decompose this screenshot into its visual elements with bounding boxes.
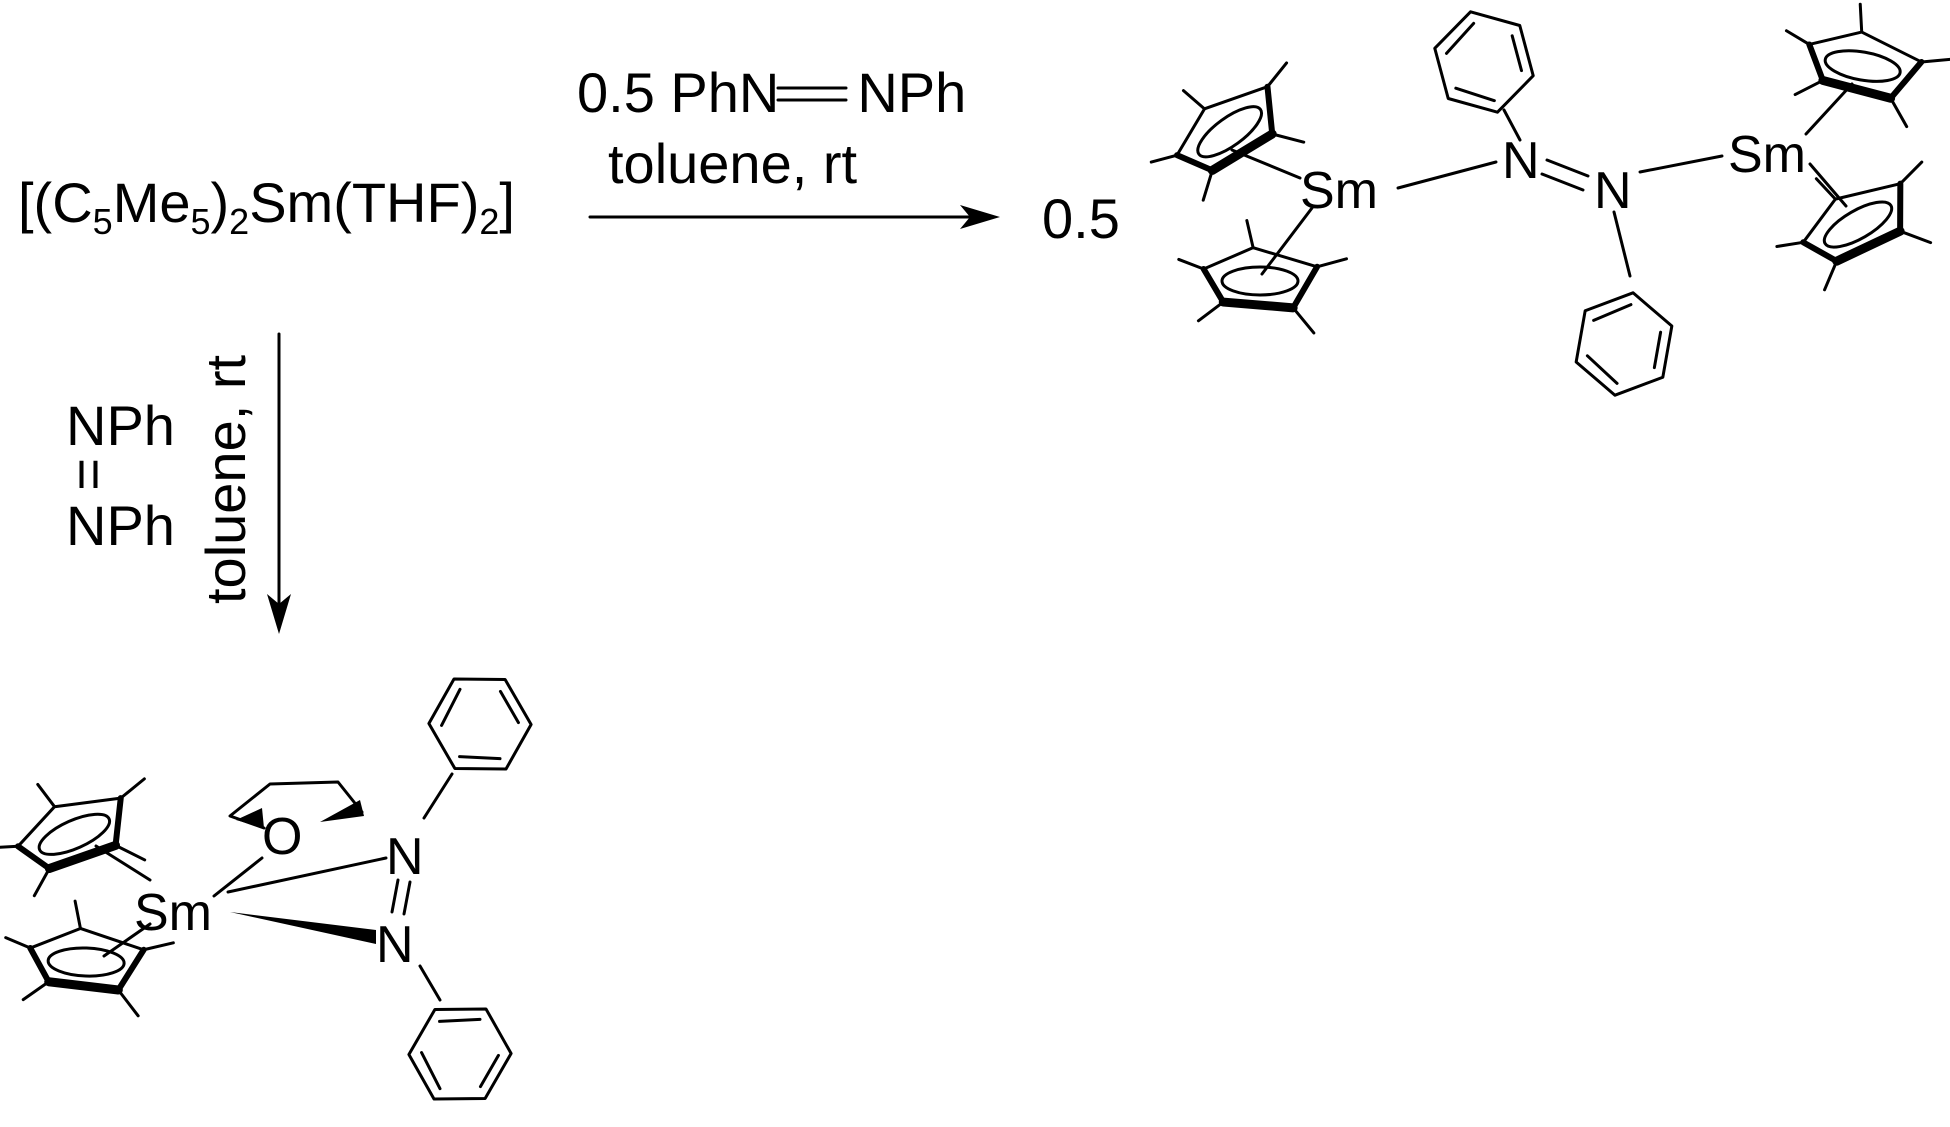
arrow-down-icon — [267, 332, 291, 634]
n1-label: N — [1502, 132, 1540, 190]
down-reagent-bottom: NPh — [66, 494, 175, 557]
down-conditions: toluene, rt — [194, 355, 257, 604]
sm-right-label: Sm — [1728, 126, 1806, 184]
phenyl-ring-icon — [1570, 283, 1678, 405]
phenyl-ring-icon — [394, 985, 526, 1123]
sm-left-label: Sm — [1300, 162, 1378, 220]
sm-bottom-label: Sm — [134, 884, 212, 942]
cp-star-ring-icon — [1129, 42, 1325, 214]
n2-bottom-label: N — [376, 916, 414, 974]
phenyl-ring-icon — [414, 655, 546, 793]
n1-bottom-label: N — [386, 828, 424, 886]
cp-star-ring-icon — [1171, 212, 1350, 340]
cp-star-ring-icon — [0, 756, 167, 904]
cp-star-ring-icon — [1769, 0, 1950, 137]
oxygen-label: O — [262, 808, 302, 866]
top-product: 0.5 Sm N N Sm — [1042, 0, 1950, 405]
product-coefficient: 0.5 — [1042, 187, 1120, 250]
down-reagent-bond: = — [58, 458, 121, 491]
down-reagent-top: NPh — [66, 394, 175, 457]
n2-label: N — [1594, 162, 1632, 220]
top-conditions: toluene, rt — [608, 132, 857, 195]
reactant-formula: [(C5Me5)2Sm(THF)2] — [18, 171, 515, 242]
phenyl-ring-icon — [1426, 0, 1542, 126]
azo-double-bond-icon — [776, 86, 848, 102]
arrow-right-icon — [588, 205, 1000, 229]
bottom-product: Sm O N N — [0, 655, 546, 1123]
thf-ring-icon — [228, 780, 364, 830]
